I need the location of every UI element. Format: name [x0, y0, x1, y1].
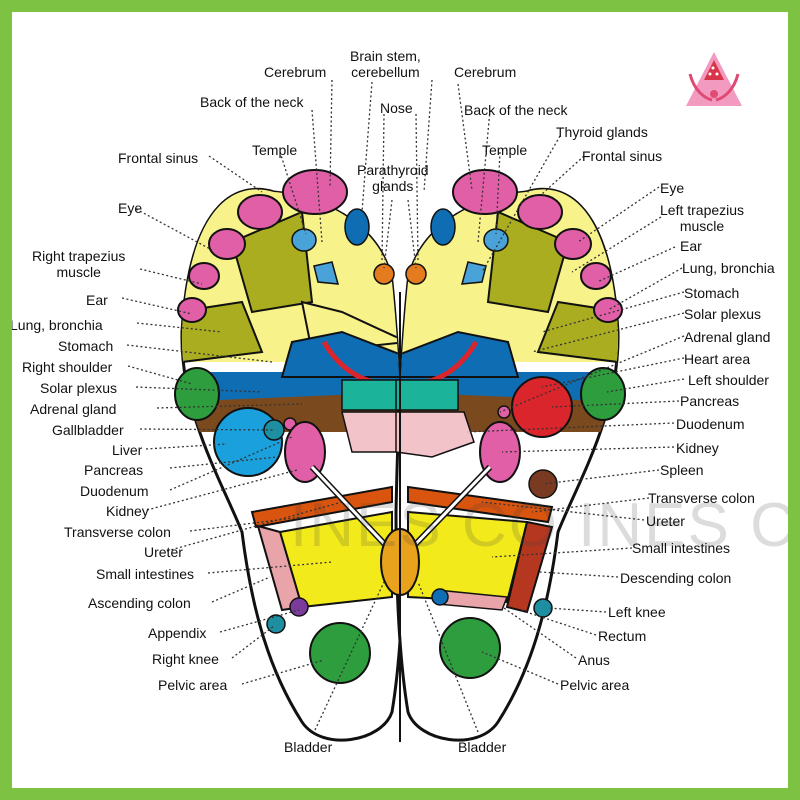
label-eye-right: Eye — [660, 180, 685, 196]
label-gallbladder: Gallbladder — [52, 422, 124, 438]
label-lung-right: Lung, bronchia — [682, 260, 775, 276]
label-bladder-left: Bladder — [284, 739, 333, 755]
label-thyroid: Thyroid glands — [556, 124, 648, 140]
right-foot — [394, 169, 626, 742]
label-liver: Liver — [112, 442, 143, 458]
label-kidney-right: Kidney — [676, 440, 719, 456]
label-temple-left: Temple — [252, 142, 298, 158]
label-pancreas-right: Pancreas — [680, 393, 740, 409]
label-right-shoulder: Right shoulder — [22, 359, 113, 375]
label-stomach-left: Stomach — [58, 338, 114, 354]
pink-triangle-hands-logo-icon — [686, 52, 742, 106]
label-lung-left: Lung, bronchia — [12, 317, 103, 333]
label-ureter-right: Ureter — [646, 513, 685, 529]
label-rectum: Rectum — [598, 628, 647, 644]
label-ureter-left: Ureter — [144, 544, 183, 560]
label-left-knee: Left knee — [608, 604, 666, 620]
label-bladder-right: Bladder — [458, 739, 507, 755]
label-small-intestines-left: Small intestines — [96, 566, 195, 582]
label-pelvic-area-right: Pelvic area — [560, 677, 630, 693]
label-descending-colon: Descending colon — [620, 570, 732, 586]
leader-lines — [121, 79, 685, 733]
left-foot — [174, 169, 406, 742]
label-solar-plexus-left: Solar plexus — [40, 380, 118, 396]
label-appendix: Appendix — [148, 625, 207, 641]
label-back-neck-right: Back of the neck — [464, 102, 568, 118]
label-right-knee: Right knee — [152, 651, 219, 667]
label-adrenal-gland-right: Adrenal gland — [684, 329, 771, 345]
label-cerebrum-left: Cerebrum — [264, 64, 327, 80]
label-anus: Anus — [578, 652, 610, 668]
label-transverse-colon-left: Transverse colon — [64, 524, 171, 540]
label-temple-right: Temple — [482, 142, 528, 158]
label-spleen: Spleen — [660, 462, 704, 478]
label-eye-left: Eye — [118, 200, 143, 216]
label-transverse-colon-right: Transverse colon — [648, 490, 755, 506]
label-kidney-left: Kidney — [106, 503, 149, 519]
label-ascending-colon: Ascending colon — [88, 595, 191, 611]
label-stomach-right: Stomach — [684, 285, 740, 301]
label-left-trapezius: Left trapezius muscle — [660, 202, 745, 234]
feet-illustration — [121, 79, 685, 742]
label-small-intestines-right: Small intestines — [632, 540, 731, 556]
label-frontal-sinus-left: Frontal sinus — [118, 150, 199, 166]
label-nose: Nose — [380, 100, 413, 116]
label-parathyroid: Parathyroid glands — [357, 162, 429, 194]
label-ear-left: Ear — [86, 292, 108, 308]
label-back-neck-left: Back of the neck — [200, 94, 304, 110]
label-solar-plexus-right: Solar plexus — [684, 306, 762, 322]
label-ear-right: Ear — [680, 238, 702, 254]
label-pelvic-area-left: Pelvic area — [158, 677, 228, 693]
label-left-shoulder: Left shoulder — [688, 372, 769, 388]
label-brain-stem: Brain stem, cerebellum — [350, 48, 421, 80]
label-duodenum-right: Duodenum — [676, 416, 745, 432]
label-heart-area: Heart area — [684, 351, 751, 367]
label-duodenum-left: Duodenum — [80, 483, 149, 499]
label-right-trapezius: Right trapezius muscle — [32, 248, 126, 280]
label-cerebrum-right: Cerebrum — [454, 64, 517, 80]
label-adrenal-gland-left: Adrenal gland — [30, 401, 117, 417]
diagram-frame: INES CO INES CO INE Cerebrum Brain stem,… — [12, 12, 788, 788]
label-frontal-sinus-right: Frontal sinus — [582, 148, 663, 164]
watermark-text: INES CO INES CO INE — [290, 491, 788, 560]
label-pancreas-left: Pancreas — [84, 462, 144, 478]
